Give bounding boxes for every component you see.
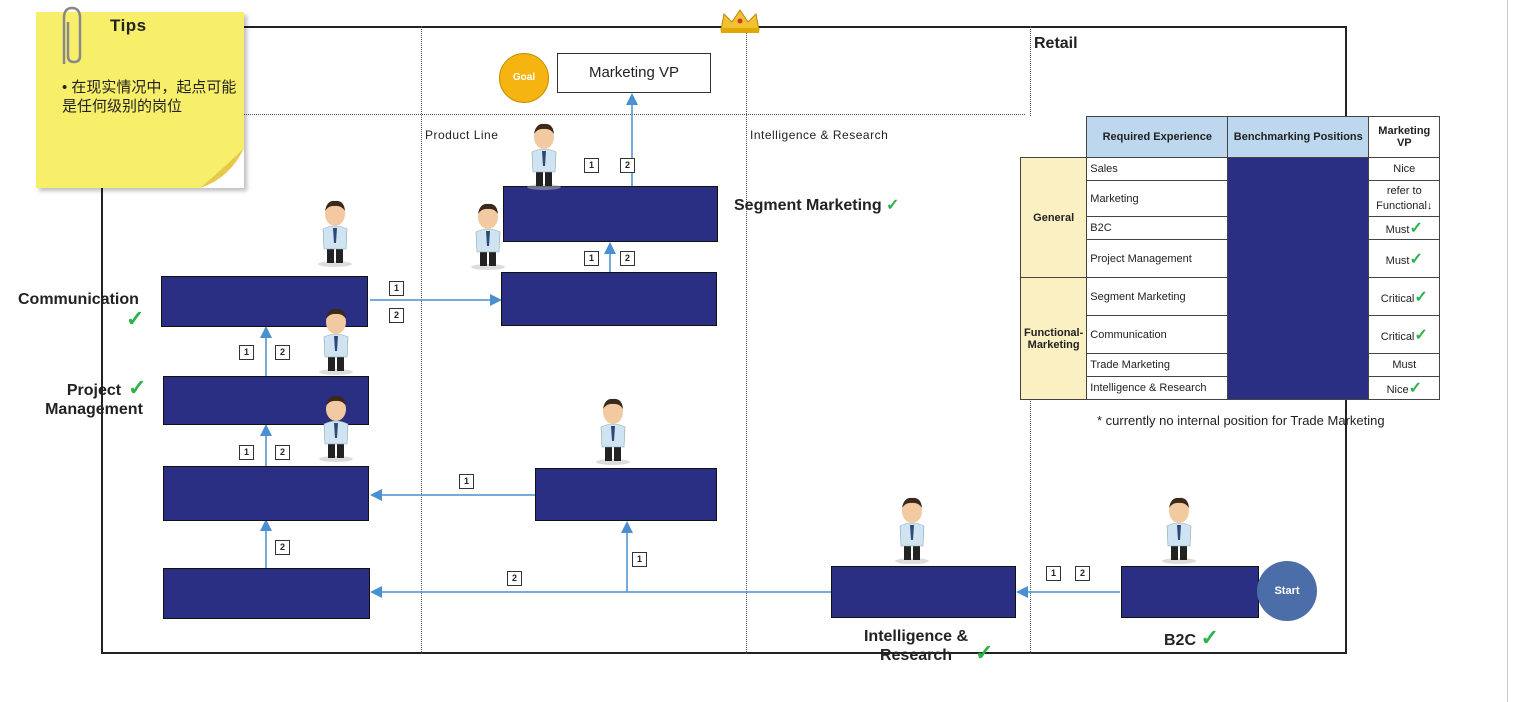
check-icon: ✓ — [1409, 220, 1423, 237]
vp-cell: Critical✓ — [1368, 315, 1441, 354]
zone-retail: Retail — [1034, 35, 1078, 52]
label-b2c: B2C ✓ — [1164, 625, 1219, 650]
exp-cell: Communication — [1086, 315, 1229, 354]
vp-cell: Nice✓ — [1368, 376, 1441, 400]
check-icon: ✓ — [975, 640, 994, 665]
step-number: 2 — [620, 251, 635, 266]
exp-cell: Intelligence & Research — [1086, 376, 1229, 400]
segment-marketing-box-lower — [501, 272, 717, 326]
check-icon: ✓ — [128, 375, 147, 400]
goal-circle: Goal — [499, 53, 549, 103]
exp-cell: Sales — [1086, 157, 1229, 181]
person-icon — [318, 395, 354, 462]
check-icon: ✓ — [1408, 380, 1422, 397]
group-general: General — [1019, 157, 1088, 278]
zone-product-line: Product Line — [425, 128, 499, 142]
step-number: 2 — [507, 571, 522, 586]
zone-intelligence-research: Intelligence & Research — [750, 128, 889, 142]
person-icon — [317, 200, 353, 267]
step-number: 2 — [275, 445, 290, 460]
person-icon — [526, 123, 562, 190]
exp-cell: Project Management — [1086, 239, 1229, 278]
vp-cell: Must✓ — [1368, 216, 1441, 240]
start-circle: Start — [1257, 561, 1317, 621]
header-marketing-vp: Marketing VP — [1368, 116, 1441, 158]
exp-cell: B2C — [1086, 216, 1229, 240]
vp-cell: Must — [1368, 353, 1441, 377]
step-number: 1 — [584, 251, 599, 266]
label-project-management: Project Management — [45, 382, 143, 418]
tips-text: • 在现实情况中，起点可能是任何级别的岗位 — [62, 79, 237, 115]
label-intelligence-research: Intelligence & Research — [863, 628, 969, 664]
label-communication: Communication — [18, 291, 139, 308]
person-icon — [894, 497, 930, 564]
vp-cell: Critical✓ — [1368, 277, 1441, 316]
step-number: 1 — [632, 552, 647, 567]
step-number: 1 — [584, 158, 599, 173]
person-icon — [1161, 497, 1197, 564]
person-icon — [318, 308, 354, 375]
crown-icon — [720, 9, 760, 33]
check-icon: ✓ — [1414, 288, 1428, 306]
segment-marketing-box-upper — [503, 186, 718, 242]
benchmark-positions-cell — [1227, 157, 1370, 400]
edge-line — [1507, 0, 1508, 702]
exp-cell: Trade Marketing — [1086, 353, 1229, 377]
step-number: 2 — [1075, 566, 1090, 581]
label-segment-marketing: Segment Marketing ✓ — [734, 197, 900, 214]
check-icon: ✓ — [1200, 625, 1219, 650]
exp-cell: Segment Marketing — [1086, 277, 1229, 316]
page-curl — [200, 148, 244, 188]
entry-box — [163, 568, 370, 619]
project-management-box-lower — [163, 466, 369, 521]
benchmark-table: Required Experience Benchmarking Positio… — [1019, 116, 1441, 400]
b2c-box — [1121, 566, 1259, 618]
step-number: 2 — [275, 540, 290, 555]
paperclip-icon — [62, 6, 82, 64]
step-number: 1 — [459, 474, 474, 489]
column-divider — [421, 26, 422, 654]
vp-cell: Nice — [1368, 157, 1441, 181]
row-divider — [101, 114, 1025, 115]
check-icon: ✓ — [1414, 326, 1428, 344]
header-required-experience: Required Experience — [1086, 116, 1229, 158]
vp-cell: Must✓ — [1368, 239, 1441, 278]
step-number: 2 — [275, 345, 290, 360]
step-number: 1 — [239, 345, 254, 360]
step-number: 1 — [1046, 566, 1061, 581]
vp-cell: refer to Functional↓ — [1368, 180, 1441, 217]
step-number: 1 — [239, 445, 254, 460]
group-functional: Functional-Marketing — [1019, 277, 1088, 400]
tips-note: Tips • 在现实情况中，起点可能是任何级别的岗位 — [36, 6, 244, 188]
goal-box: Marketing VP — [557, 53, 711, 93]
step-number: 1 — [389, 281, 404, 296]
check-icon: ✓ — [126, 306, 145, 331]
person-icon — [595, 398, 631, 465]
product-line-box — [535, 468, 717, 521]
exp-cell: Marketing — [1086, 180, 1229, 217]
check-icon: ✓ — [1409, 250, 1423, 268]
table-footnote: * currently no internal position for Tra… — [1097, 413, 1385, 428]
step-number: 2 — [620, 158, 635, 173]
intelligence-research-box — [831, 566, 1016, 618]
person-icon — [470, 203, 506, 270]
check-icon: ✓ — [886, 197, 900, 214]
tips-title: Tips — [110, 16, 147, 35]
step-number: 2 — [389, 308, 404, 323]
column-divider — [746, 26, 747, 654]
header-benchmarking-positions: Benchmarking Positions — [1227, 116, 1370, 158]
